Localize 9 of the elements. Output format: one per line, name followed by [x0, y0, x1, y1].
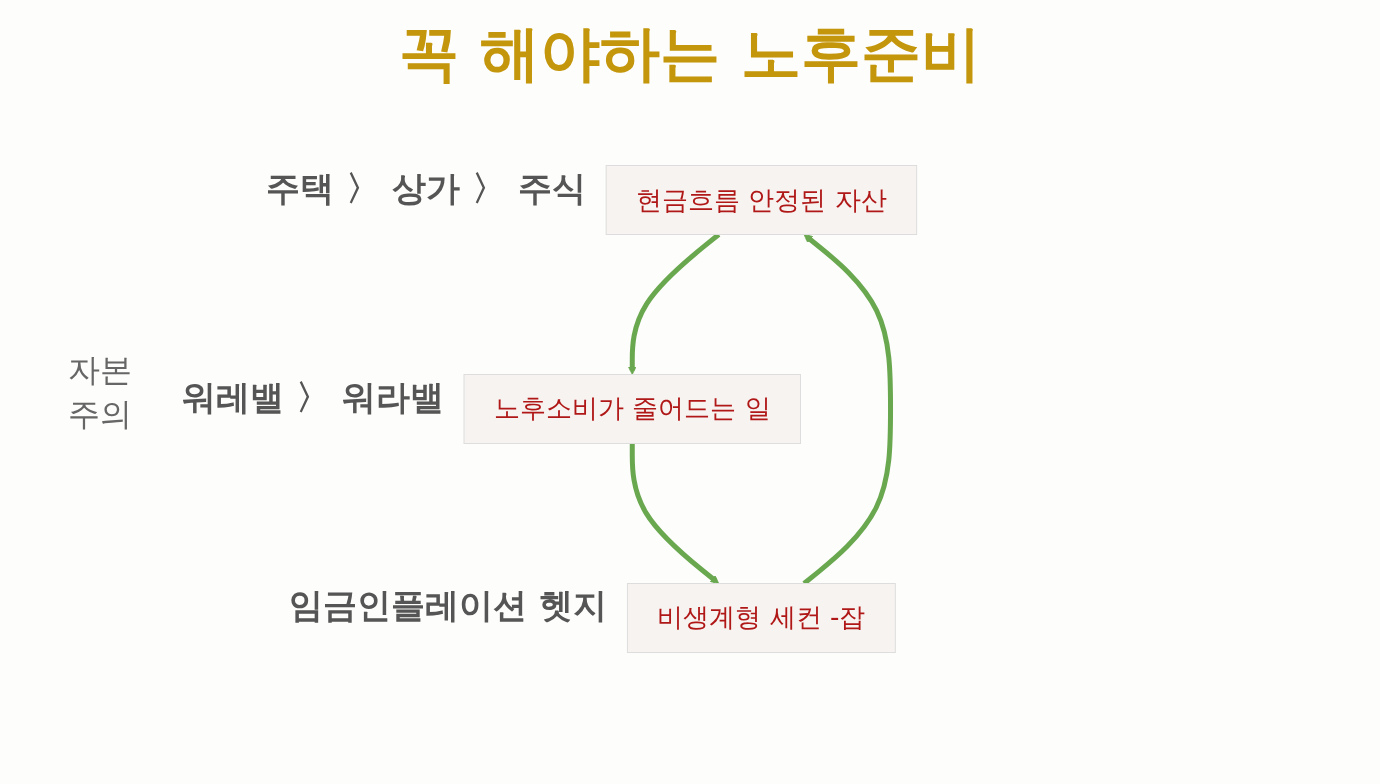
- node-box: 현금흐름 안정된 자산: [605, 165, 917, 235]
- center-label: 자본 주의: [67, 350, 133, 435]
- arrow: [629, 443, 719, 584]
- side-note: 임금인플레이션 헷지: [289, 584, 608, 628]
- side-note: 주택 〉 상가 〉 주식: [266, 166, 586, 210]
- node-box: 노후소비가 줄어드는 일: [463, 374, 801, 444]
- node-box: 비생계형 세컨 -잡: [626, 583, 896, 653]
- title: 꼭 해야하는 노후준비: [398, 17, 982, 90]
- side-note: 워레밸 〉 워라밸: [182, 375, 444, 419]
